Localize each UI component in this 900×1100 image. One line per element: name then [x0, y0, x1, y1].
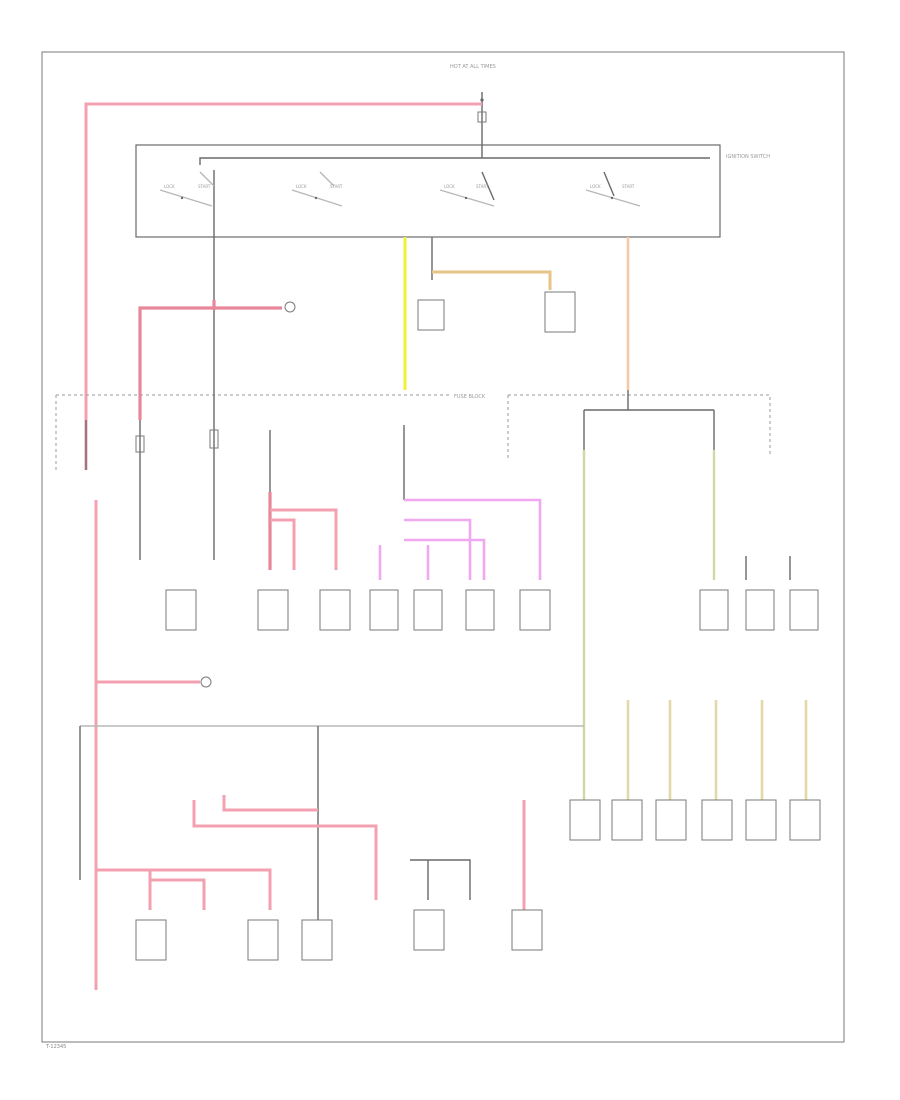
diagram-frame	[41, 51, 845, 1043]
svg-text:START: START	[476, 184, 489, 189]
ignition-switch-box	[135, 144, 721, 238]
svg-text:LOCK: LOCK	[444, 184, 455, 189]
ignition-section-1	[159, 170, 215, 237]
ignition-switch-label: IGNITION SWITCH	[726, 154, 770, 160]
diagram-code: T-12345	[45, 1044, 66, 1050]
lower-distribution	[79, 676, 584, 961]
left-mid-modules	[165, 492, 351, 631]
ignition-outputs	[138, 237, 630, 420]
ignition-section-2	[291, 171, 343, 207]
svg-text:LOCK: LOCK	[296, 184, 307, 189]
svg-text:START: START	[622, 184, 635, 189]
top-power-source: HOT AT ALL TIMES	[450, 64, 496, 145]
svg-text:START: START	[198, 184, 211, 189]
fuse-block: FUSE BLOCK	[55, 394, 771, 470]
top-source-label: HOT AT ALL TIMES	[450, 64, 496, 70]
svg-text:START: START	[330, 184, 343, 189]
ignition-section-4	[585, 171, 641, 207]
right-modules	[569, 450, 821, 841]
ignition-section-3	[439, 171, 495, 207]
magenta-modules	[369, 498, 551, 631]
fuse-row	[85, 390, 715, 560]
ignition-switch: IGNITION SWITCH LOCK START LOCK START	[135, 144, 770, 238]
svg-text:LOCK: LOCK	[164, 184, 175, 189]
svg-text:LOCK: LOCK	[590, 184, 601, 189]
fuse-block-label: FUSE BLOCK	[454, 394, 486, 400]
